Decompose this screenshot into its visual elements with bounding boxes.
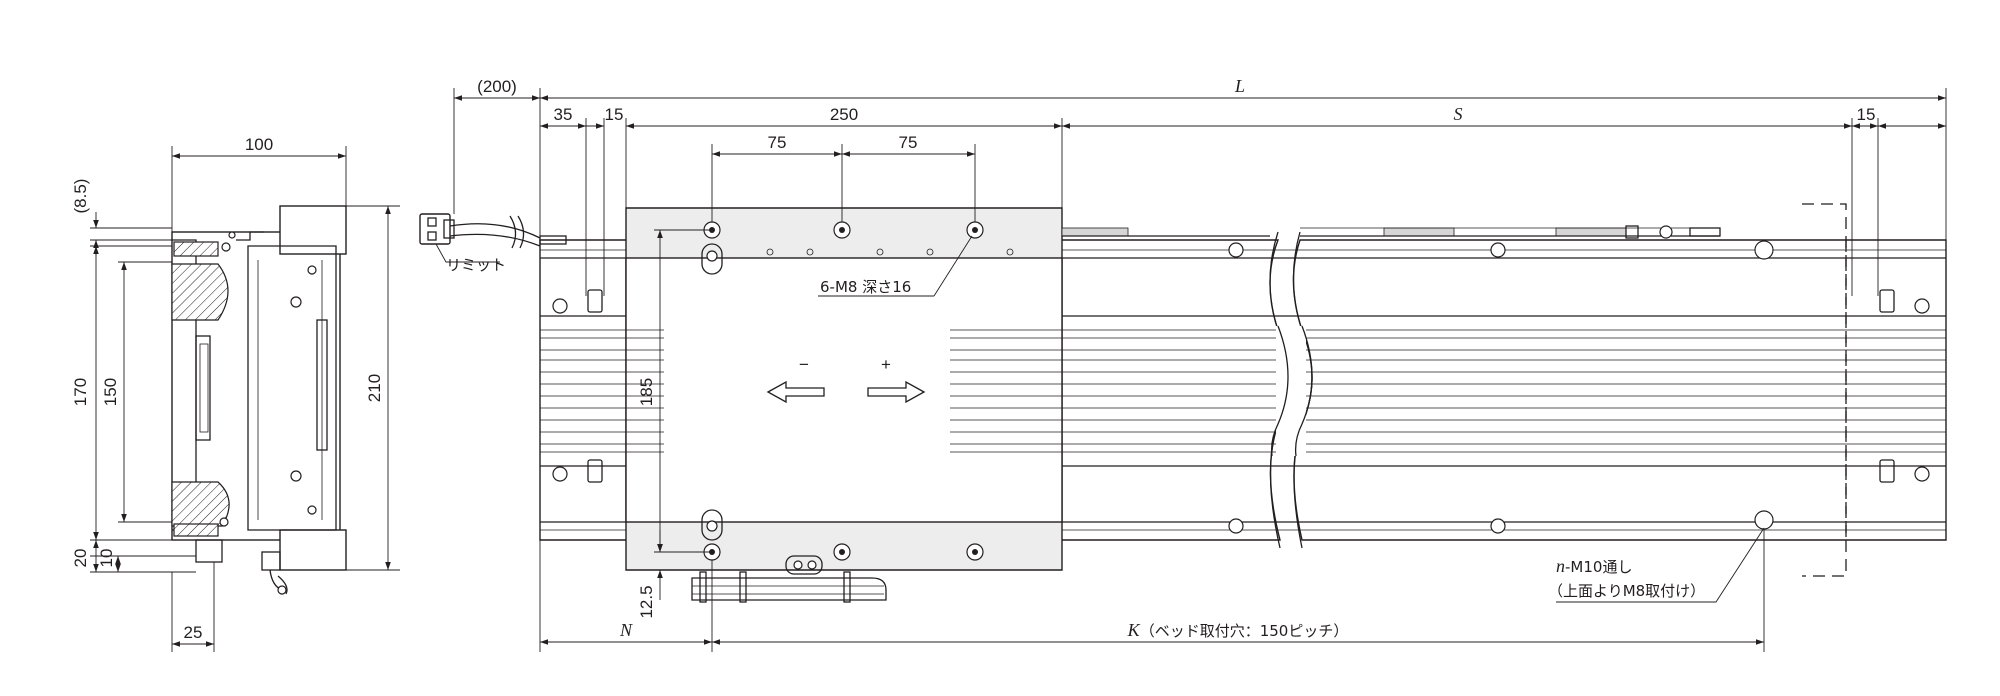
limit-switch bbox=[785, 555, 823, 575]
connector-plug-icon bbox=[419, 213, 455, 245]
sensor-head bbox=[1659, 225, 1673, 239]
cable-bottom bbox=[449, 233, 541, 247]
carriage-slot-bottom bbox=[701, 509, 723, 541]
dim-170-text: 170 bbox=[71, 378, 90, 406]
n-holes-rest: -M10通し bbox=[1565, 558, 1632, 576]
side-limit-block bbox=[195, 539, 223, 563]
side-connector-box bbox=[261, 551, 281, 571]
dim-210-text: 210 bbox=[365, 374, 384, 402]
dim-75b-text: 75 bbox=[899, 133, 918, 152]
dim-8-5-text: (8.5) bbox=[71, 179, 90, 214]
plus-sign: + bbox=[881, 355, 891, 374]
sensor-bar-3 bbox=[1555, 227, 1627, 237]
side-inner-frame bbox=[247, 245, 337, 531]
side-cable-top bbox=[236, 231, 264, 241]
side-hole-small-bottom bbox=[307, 505, 317, 515]
side-rail-window-inner bbox=[199, 343, 209, 433]
side-fastener-top-2 bbox=[228, 231, 236, 239]
bed-mount-hole-top bbox=[1754, 240, 1774, 260]
dim-20-text: 20 bbox=[71, 549, 90, 568]
side-hole-small-top bbox=[307, 265, 317, 275]
arrow-right-icon bbox=[867, 380, 926, 404]
n-holes-n: n bbox=[1556, 556, 1565, 576]
side-hatch-bottom-strip bbox=[173, 523, 219, 537]
front-dimensions: (200) L 35 15 250 S 15 75 75 1 bbox=[453, 76, 1947, 652]
side-inner-lines bbox=[257, 260, 323, 520]
bed-end-hole-tr bbox=[1914, 298, 1930, 314]
dim-15-left-text: 15 bbox=[605, 105, 624, 124]
limit-label: リミット bbox=[446, 256, 506, 274]
bed-right-section bbox=[1292, 239, 1947, 541]
bed-end-hole-bl bbox=[552, 466, 568, 482]
bed-end-hole-tl bbox=[552, 298, 568, 314]
dim-100-text: 100 bbox=[245, 135, 273, 154]
bed-mount-hole-bottom bbox=[1754, 510, 1774, 530]
side-hole-upper bbox=[290, 296, 302, 308]
dim-185-text: 185 bbox=[637, 378, 656, 406]
dim-12-5-text: 12.5 bbox=[637, 585, 656, 618]
side-rail-window bbox=[195, 335, 211, 441]
side-connector-end bbox=[277, 585, 287, 595]
side-view: 100 (8.5) 170 150 210 bbox=[71, 135, 400, 652]
side-hatch-top-strip bbox=[173, 241, 219, 257]
side-fastener-bottom bbox=[219, 517, 229, 527]
dim-S-text: S bbox=[1454, 104, 1463, 124]
callouts: リミット 6-M8 深さ16 n-M10通し （上面よりM8取付け） bbox=[435, 235, 1765, 603]
dim-L-text: L bbox=[1234, 76, 1245, 96]
side-fastener-top bbox=[221, 242, 231, 252]
dim-25-text: 25 bbox=[184, 623, 203, 642]
minus-sign: − bbox=[799, 355, 809, 374]
dim-N-text: N bbox=[619, 620, 633, 640]
phantom-end bbox=[1802, 203, 1847, 577]
dim-10-text: 10 bbox=[97, 549, 116, 568]
side-hole-lower bbox=[290, 470, 302, 482]
front-view: − + (200) L 35 15 bbox=[419, 76, 1947, 652]
dim-200-text: (200) bbox=[477, 77, 517, 96]
bottom-cable-track bbox=[691, 555, 887, 603]
cable-top bbox=[449, 223, 541, 239]
bed-grooves bbox=[540, 329, 1946, 453]
bed-end-hole-br bbox=[1914, 466, 1930, 482]
n-holes-sub-label: （上面よりM8取付け） bbox=[1548, 582, 1705, 600]
tap-holes-label: 6-M8 深さ16 bbox=[820, 278, 911, 296]
dim-K-label: K（ベッド取付穴：150ピッチ） bbox=[1127, 620, 1349, 640]
dim-K-letter: K bbox=[1127, 620, 1141, 640]
side-slot bbox=[316, 319, 328, 451]
dim-35-text: 35 bbox=[554, 105, 573, 124]
sensor-bar-1 bbox=[1061, 227, 1129, 237]
dim-15-right-text: 15 bbox=[1857, 105, 1876, 124]
arrow-left-icon bbox=[766, 380, 825, 404]
n-holes-label: n-M10通し bbox=[1556, 556, 1632, 576]
side-bottom-block bbox=[279, 529, 347, 571]
side-dimensions: 100 (8.5) 170 150 210 bbox=[71, 135, 400, 652]
side-hatch-upper bbox=[171, 263, 229, 321]
dim-K-note: （ベッド取付穴：150ピッチ） bbox=[1140, 622, 1349, 640]
carriage-slot-top bbox=[701, 243, 723, 275]
sensor-bar-2 bbox=[1383, 227, 1455, 237]
dim-150-text: 150 bbox=[101, 378, 120, 406]
dim-75a-text: 75 bbox=[768, 133, 787, 152]
dim-250-text: 250 bbox=[830, 105, 858, 124]
